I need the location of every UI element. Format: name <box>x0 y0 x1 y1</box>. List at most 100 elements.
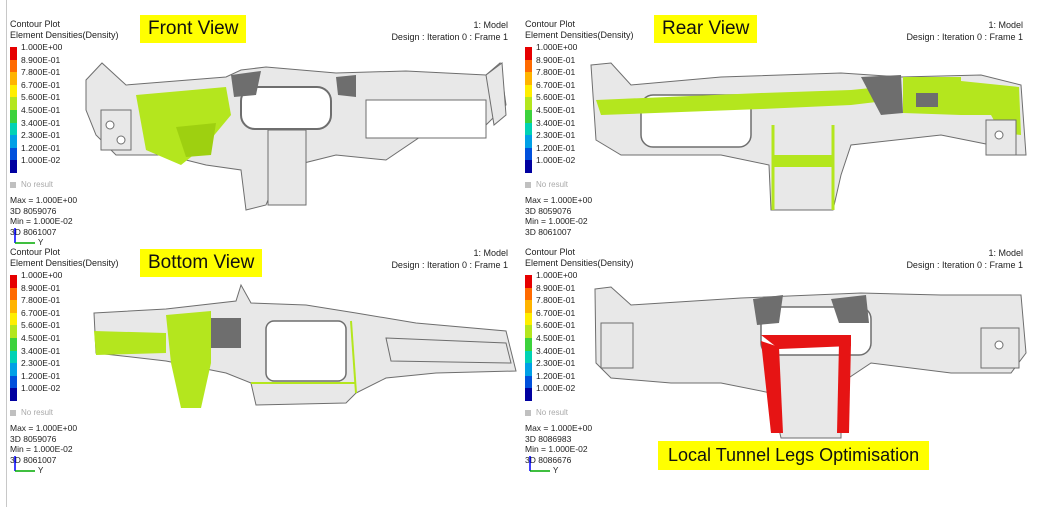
legend-value: 5.600E-01 <box>21 92 61 103</box>
result-type-label: Element Densities(Density) <box>10 30 119 40</box>
model-label: 1: Model <box>473 20 508 30</box>
local-tunnel-legs-callout: Local Tunnel Legs Optimisation <box>658 441 930 470</box>
legend-swatch <box>525 300 532 313</box>
no-result-legend: No result <box>525 408 568 417</box>
legend-value: 1.200E-01 <box>21 142 61 153</box>
legend-value: 5.600E-01 <box>536 92 576 103</box>
legend-swatch <box>525 122 532 136</box>
no-result-swatch <box>525 409 531 416</box>
legend-swatch <box>525 388 532 401</box>
legend-value: 2.300E-01 <box>536 358 576 369</box>
stats-block: Max = 1.000E+00 3D 8059076 Min = 1.000E-… <box>10 423 77 465</box>
legend-value: 1.200E-01 <box>536 370 576 381</box>
legend-swatch <box>525 72 532 85</box>
legend-value: 7.800E-01 <box>536 67 576 78</box>
iteration-label: Design : Iteration 0 : Frame 1 <box>906 260 1023 270</box>
max-value: Max = 1.000E+00 <box>10 195 78 205</box>
legend-swatch <box>525 337 532 351</box>
min-element-id: 3D 8061007 <box>10 454 57 465</box>
stats-block: Max = 1.000E+00 3D 8059076 Min = 1.000E-… <box>10 195 77 237</box>
contour-plot-label: Contour Plot <box>525 247 576 257</box>
legend-value: 8.900E-01 <box>536 54 576 65</box>
rear-view-mesh <box>590 62 1027 211</box>
legend-swatch <box>10 122 17 136</box>
legend-value: 1.000E-02 <box>21 383 61 394</box>
legend-value: 5.600E-01 <box>21 320 61 331</box>
max-element-id: 3D 8086983 <box>525 433 572 444</box>
bottom-view-mesh <box>93 283 517 408</box>
legend-value: 1.000E-02 <box>536 383 576 394</box>
legend-value: 1.000E-02 <box>536 155 576 166</box>
legend-swatch <box>10 350 17 364</box>
left-edge-divider <box>6 0 7 507</box>
iteration-label: Design : Iteration 0 : Frame 1 <box>391 260 508 270</box>
legend-value: 8.900E-01 <box>21 54 61 65</box>
min-value: Min = 1.000E-02 <box>525 216 588 226</box>
tunnel-legs-mesh <box>594 286 1027 439</box>
model-label: 1: Model <box>988 20 1023 30</box>
no-result-legend: No result <box>10 180 53 189</box>
legend-value: 8.900E-01 <box>21 282 61 293</box>
legend-swatch <box>10 160 17 173</box>
axis-y-label: Y <box>38 466 44 473</box>
min-value: Min = 1.000E-02 <box>10 216 73 226</box>
rear-view-label: Rear View <box>654 15 758 43</box>
legend-value: 6.700E-01 <box>21 307 61 318</box>
contour-plot-label: Contour Plot <box>525 19 576 29</box>
panel-tunnel-legs-view: Contour Plot Element Densities(Density) … <box>521 243 1033 507</box>
legend-swatch <box>525 325 532 338</box>
max-value: Max = 1.000E+00 <box>10 423 78 433</box>
legend-swatch <box>525 97 532 110</box>
legend-value: 3.400E-01 <box>21 345 61 356</box>
contour-plot-label: Contour Plot <box>10 19 61 29</box>
front-view-label: Front View <box>140 15 247 43</box>
legend-swatch <box>525 47 532 60</box>
legend-swatch <box>10 84 17 98</box>
model-info: 1: Model Design : Iteration 0 : Frame 1 <box>391 247 508 271</box>
legend-swatch <box>10 275 17 288</box>
legend-swatch <box>10 47 17 60</box>
contour-plot-label: Contour Plot <box>10 247 61 257</box>
legend-value: 1.000E+00 <box>536 270 578 280</box>
no-result-label: No result <box>21 180 54 189</box>
legend-swatch <box>10 72 17 85</box>
axis-triad-icon: Y <box>14 228 44 245</box>
max-element-id: 3D 8059076 <box>10 205 57 216</box>
legend-value: 2.300E-01 <box>21 358 61 369</box>
min-element-id: 3D 8061007 <box>525 226 572 237</box>
legend-swatch <box>525 375 532 389</box>
model-label: 1: Model <box>473 248 508 258</box>
no-result-swatch <box>10 409 16 416</box>
legend-value: 8.900E-01 <box>536 282 576 293</box>
min-value: Min = 1.000E-02 <box>525 444 588 454</box>
legend-value: 4.500E-01 <box>536 104 576 115</box>
axis-y-label: Y <box>553 466 559 473</box>
min-element-id: 3D 8061007 <box>10 226 57 237</box>
contour-plot-title: Contour Plot Element Densities(Density) <box>525 19 634 41</box>
axis-triad-icon: Y <box>14 456 44 473</box>
contour-plot-title: Contour Plot Element Densities(Density) <box>525 247 634 269</box>
legend-swatch <box>525 350 532 364</box>
legend-swatch <box>10 300 17 313</box>
legend-swatch <box>525 135 532 148</box>
no-result-label: No result <box>21 408 54 417</box>
result-type-label: Element Densities(Density) <box>10 258 119 268</box>
legend-value: 5.600E-01 <box>536 320 576 331</box>
legend-value: 1.200E-01 <box>21 370 61 381</box>
stats-block: Max = 1.000E+00 3D 8059076 Min = 1.000E-… <box>525 195 592 237</box>
result-type-label: Element Densities(Density) <box>525 258 634 268</box>
legend-swatch <box>525 160 532 173</box>
legend-swatch <box>525 312 532 326</box>
axis-y-label: Y <box>38 238 44 245</box>
legend-swatch <box>10 375 17 389</box>
legend-value: 1.000E+00 <box>21 42 63 52</box>
no-result-legend: No result <box>10 408 53 417</box>
legend-swatch <box>10 59 17 73</box>
legend-swatch <box>10 388 17 401</box>
legend-value: 6.700E-01 <box>21 79 61 90</box>
axis-triad-icon: Y <box>529 456 559 473</box>
legend-swatch <box>10 135 17 148</box>
legend-value: 4.500E-01 <box>536 332 576 343</box>
no-result-legend: No result <box>525 180 568 189</box>
legend-value: 1.000E+00 <box>536 42 578 52</box>
